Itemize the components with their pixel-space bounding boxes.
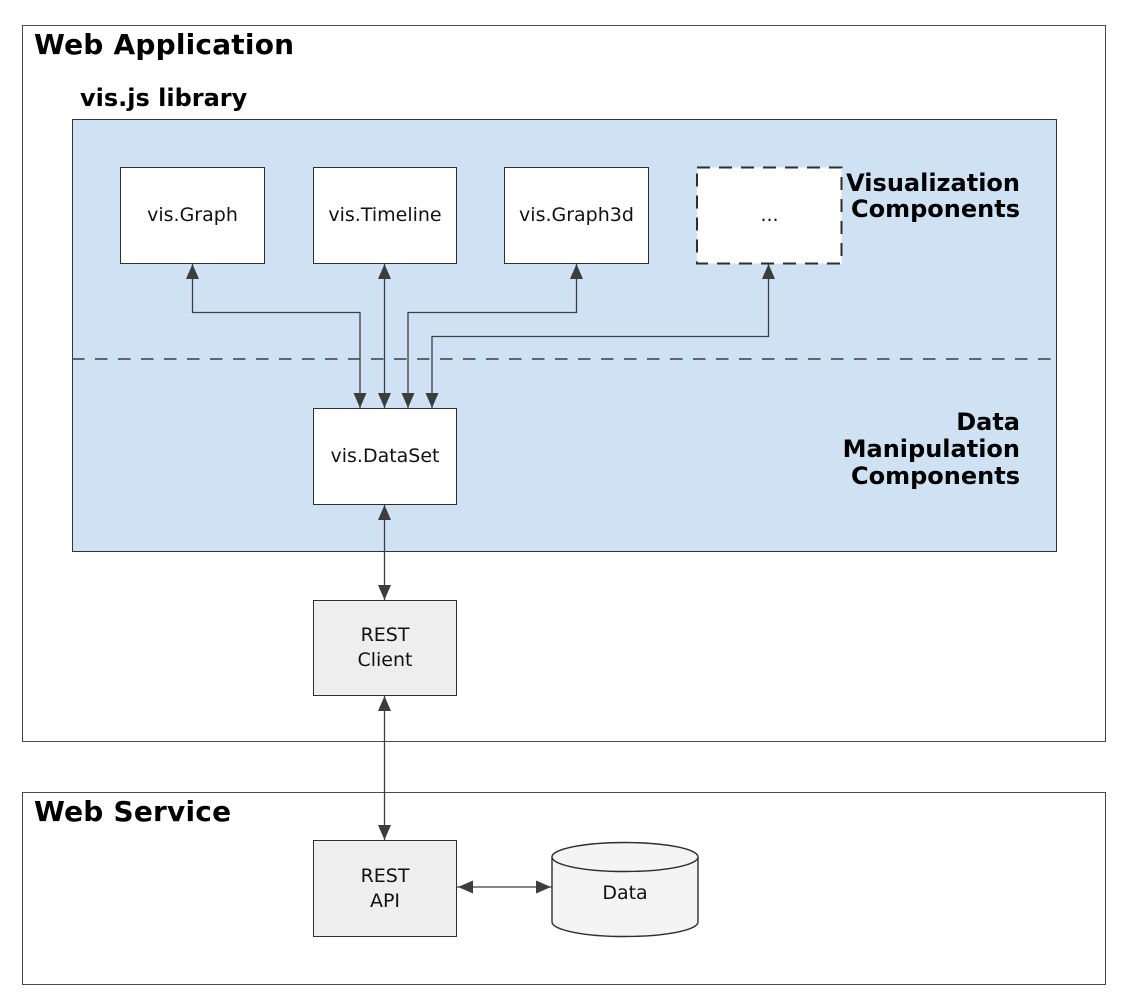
dataset-label: vis.DataSet: [330, 445, 440, 467]
data-manipulation-line3: Components: [851, 462, 1020, 490]
component-box-more-label: ...: [760, 204, 779, 226]
vis-graph-label: vis.Graph: [147, 204, 238, 226]
rest-api-line2: API: [369, 889, 401, 912]
web-service-title: Web Service: [34, 795, 232, 828]
rest-api-line1: REST: [360, 864, 410, 887]
visualization-components-line1: Visualization: [846, 169, 1020, 197]
rest-api-box: REST API: [313, 840, 457, 937]
rest-client-line2: Client: [357, 649, 413, 671]
vis-timeline-label: vis.Timeline: [328, 204, 442, 226]
visualization-components-label: Visualization Components: [820, 170, 1020, 222]
component-box-vis-timeline: vis.Timeline: [313, 167, 457, 264]
vis-library-title: vis.js library: [80, 84, 248, 112]
database-label: Data: [602, 882, 648, 904]
rest-client-line1: REST: [360, 624, 410, 646]
data-manipulation-components-label: Data Manipulation Components: [820, 409, 1020, 490]
component-box-vis-graph3d: vis.Graph3d: [504, 167, 649, 264]
rest-client-box: REST Client: [313, 600, 457, 696]
data-manipulation-line1: Data: [956, 408, 1020, 436]
web-application-title: Web Application: [34, 28, 295, 61]
component-box-vis-graph: vis.Graph: [120, 167, 265, 264]
vis-graph3d-label: vis.Graph3d: [519, 204, 634, 226]
visualization-components-line2: Components: [851, 195, 1020, 223]
dataset-box: vis.DataSet: [313, 408, 457, 505]
data-manipulation-line2: Manipulation: [842, 435, 1020, 463]
